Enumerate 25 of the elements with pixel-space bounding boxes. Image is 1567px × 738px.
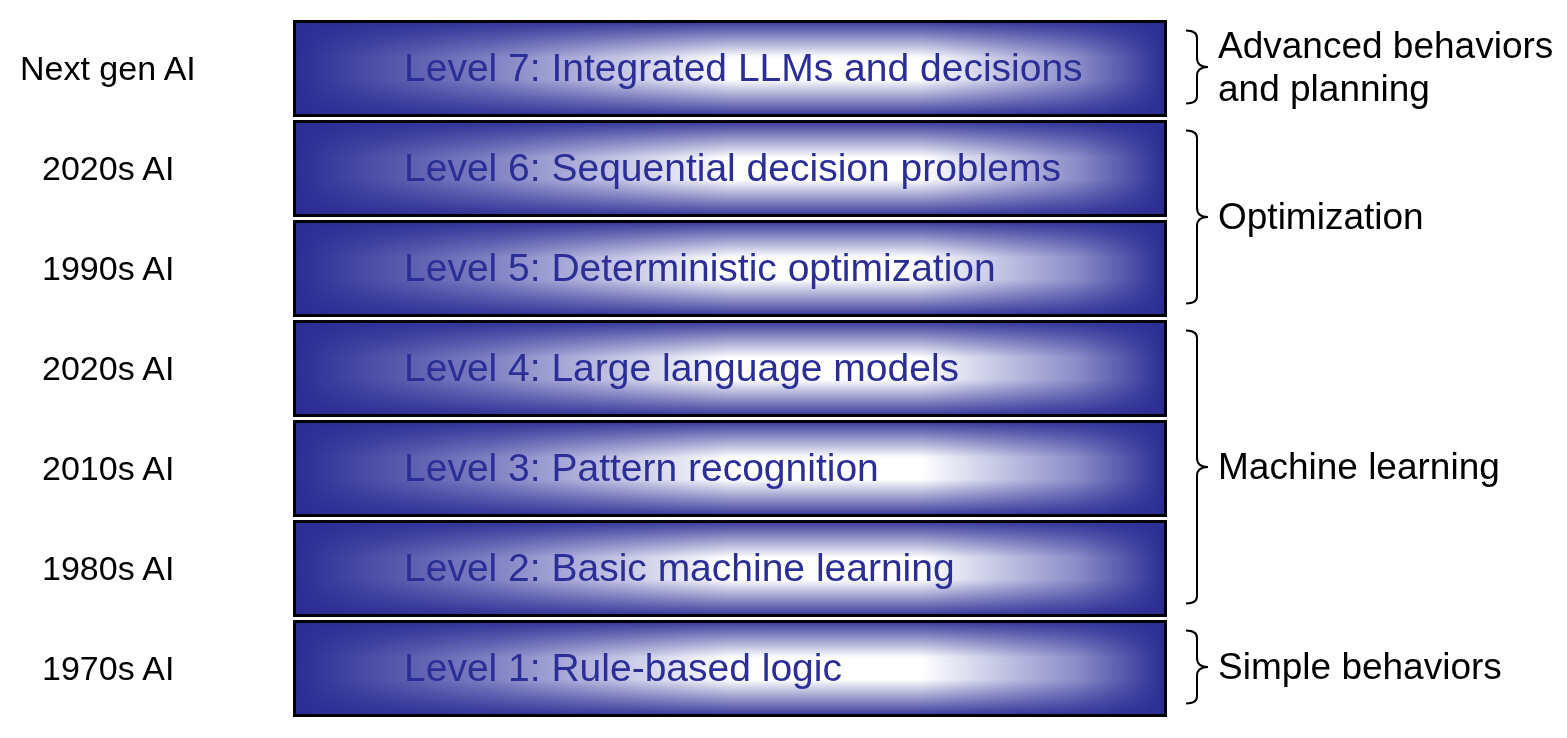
level-label: Level 1: Rule-based logic bbox=[404, 647, 842, 690]
era-label: 2020s AI bbox=[42, 350, 175, 388]
era-label: 2010s AI bbox=[42, 450, 175, 488]
level-label: Level 4: Large language models bbox=[404, 347, 960, 390]
level-box bbox=[293, 20, 1167, 117]
group-label: Optimization bbox=[1218, 196, 1424, 239]
group-label: Machine learning bbox=[1218, 446, 1500, 489]
level-box bbox=[293, 220, 1167, 317]
level-box bbox=[293, 520, 1167, 617]
level-label: Level 3: Pattern recognition bbox=[404, 447, 879, 490]
level-box bbox=[293, 320, 1167, 417]
level-label: Level 6: Sequential decision problems bbox=[404, 147, 1061, 190]
level-box bbox=[293, 620, 1167, 717]
era-label: Next gen AI bbox=[20, 50, 196, 88]
era-label: 1980s AI bbox=[42, 550, 175, 588]
level-label: Level 7: Integrated LLMs and decisions bbox=[404, 47, 1083, 90]
era-label: 2020s AI bbox=[42, 150, 175, 188]
level-label: Level 5: Deterministic optimization bbox=[404, 247, 996, 290]
level-box bbox=[293, 120, 1167, 217]
group-label: Simple behaviors bbox=[1218, 646, 1502, 689]
level-box bbox=[293, 420, 1167, 517]
level-label: Level 2: Basic machine learning bbox=[404, 547, 955, 590]
group-label: Advanced behaviors and planning bbox=[1218, 25, 1555, 111]
era-label: 1970s AI bbox=[42, 650, 175, 688]
era-label: 1990s AI bbox=[42, 250, 175, 288]
